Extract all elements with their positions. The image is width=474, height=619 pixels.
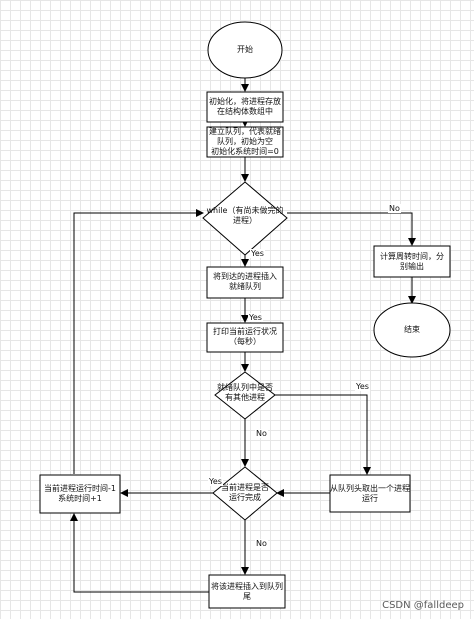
insert-arrived-node xyxy=(206,266,284,299)
edge-label-yes-finished: Yes xyxy=(208,477,223,486)
print-status-node xyxy=(206,322,284,353)
init-node xyxy=(206,91,284,123)
edge-label-yes-while: Yes xyxy=(250,249,265,258)
ready-queue-node xyxy=(206,126,284,158)
while-decision xyxy=(202,181,288,256)
edge-label-no-while: No xyxy=(388,204,401,213)
dequeue-node xyxy=(329,474,411,513)
edge-time-while xyxy=(73,209,204,474)
start-node xyxy=(207,21,283,79)
edge-label-yes-print: Yes xyxy=(248,313,263,322)
edge-label-no-other: No xyxy=(255,429,268,438)
edge-label-no-finished: No xyxy=(255,539,268,548)
edge-while-calc-no xyxy=(287,212,416,246)
end-node xyxy=(373,302,451,358)
watermark: CSDN @falldeep xyxy=(382,600,464,611)
other-process-decision xyxy=(214,371,276,420)
append-tail-node xyxy=(208,574,286,609)
finished-decision xyxy=(212,466,278,521)
edge-other-dequeue-yes xyxy=(275,394,371,475)
calc-turnaround-node xyxy=(373,245,451,278)
edge-label-yes-other: Yes xyxy=(355,382,370,391)
time-update-node xyxy=(39,474,121,514)
edge-append-time xyxy=(70,513,209,593)
